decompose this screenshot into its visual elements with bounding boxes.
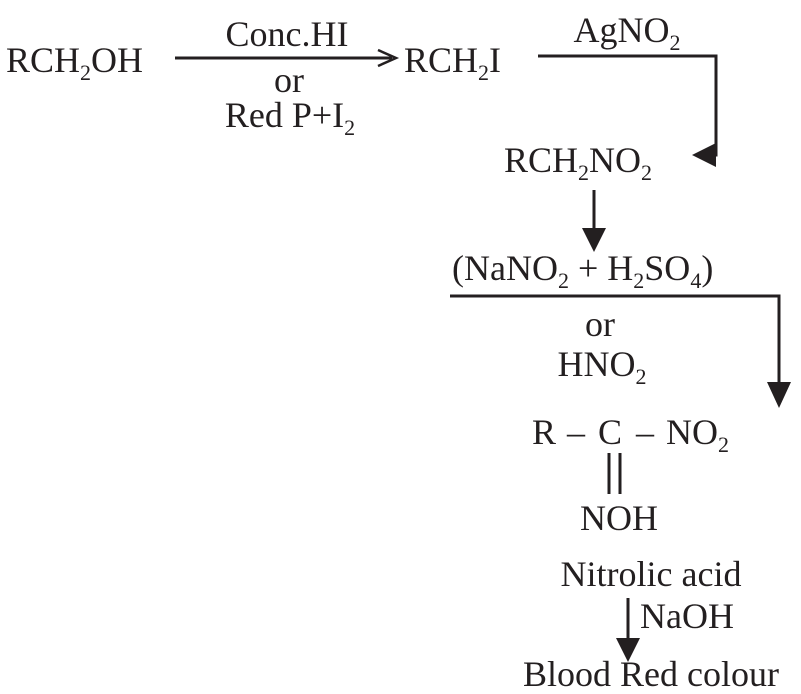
product-nitro-group: NO2 — [666, 412, 729, 457]
step2-reagent-agno2: AgNO2 — [573, 10, 681, 55]
step4-reagent-naoh: NaOH — [640, 596, 734, 636]
product-r-group: R — [532, 412, 557, 452]
arrow-step3-path — [450, 294, 781, 392]
nitroalkane-formula: RCH2NO2 — [504, 140, 653, 185]
product-carbon: C — [598, 412, 623, 452]
step3-reagent-nano2-h2so4: (NaNO2 + H2SO4) — [452, 248, 714, 293]
step3-reagent-or: or — [585, 304, 615, 344]
step1-reagent-or: or — [274, 60, 304, 100]
reactant-formula: RCH2OH — [6, 40, 144, 85]
product-oxime-group: NOH — [580, 498, 658, 538]
product-bond-left: – — [567, 412, 585, 452]
arrow-step2-head — [692, 143, 716, 167]
arrow-step3-short-head — [582, 228, 606, 252]
arrow-step4-head — [616, 638, 640, 662]
iodide-formula: RCH2I — [404, 40, 502, 85]
step1-reagent-red-p-i2: Red P+I2 — [224, 95, 356, 140]
product-name: Nitrolic acid — [560, 554, 742, 594]
step3-reagent-hno2: HNO2 — [557, 344, 647, 389]
product-bond-right: – — [636, 412, 654, 452]
arrow-step1-head — [377, 48, 400, 68]
arrow-step3-head — [767, 382, 791, 408]
result-text: Blood Red colour — [523, 654, 779, 694]
step1-reagent-conc-hi: Conc.HI — [225, 14, 349, 54]
